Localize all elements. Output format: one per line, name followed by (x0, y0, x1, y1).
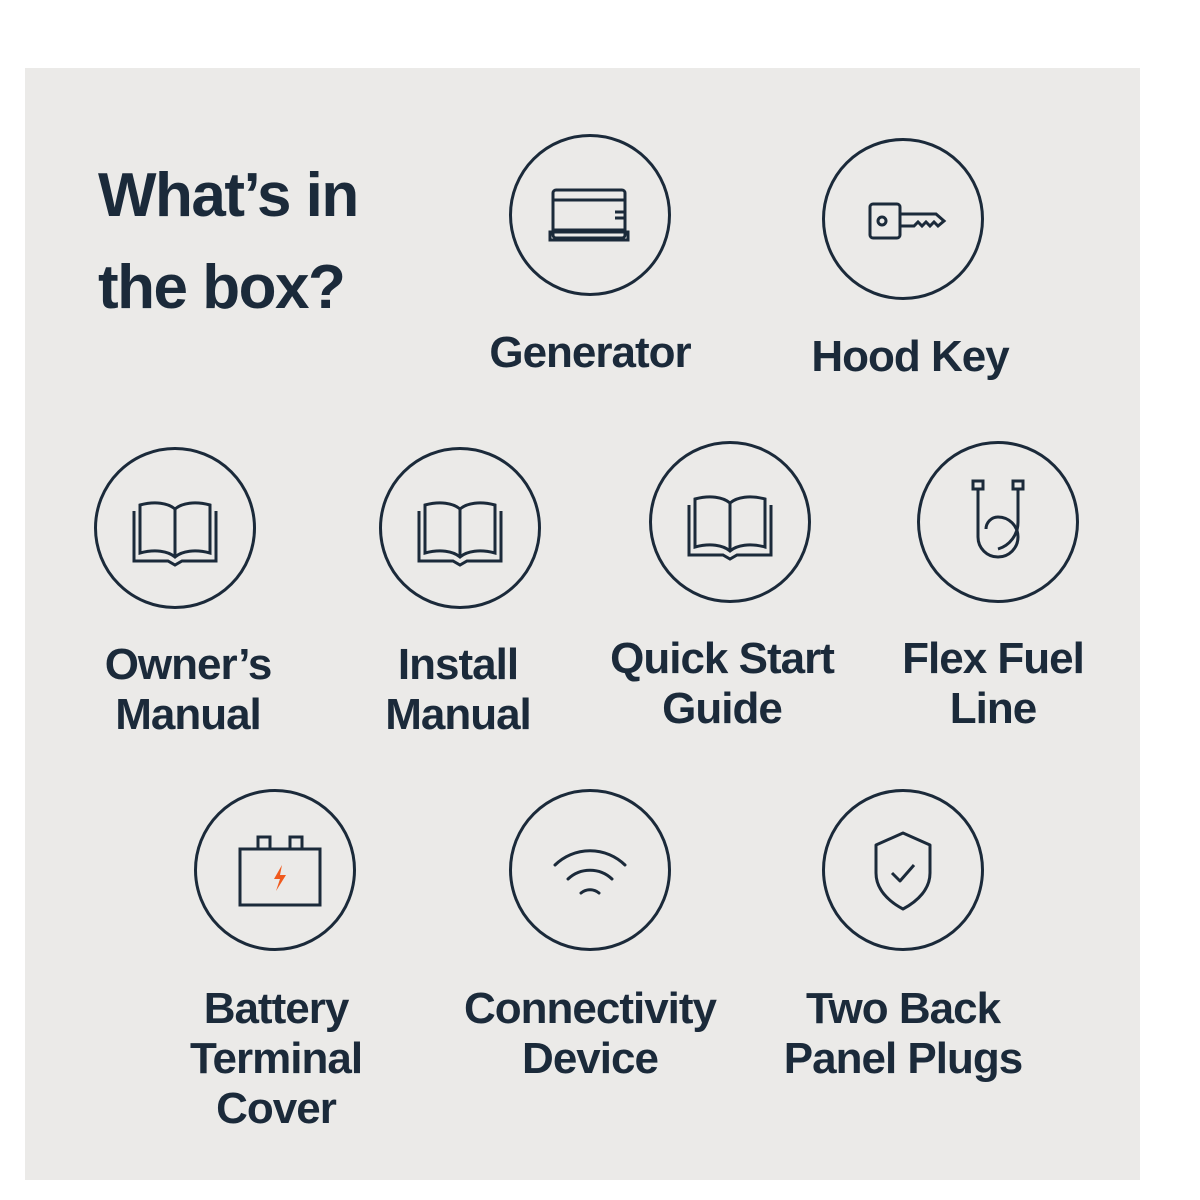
label-line: Quick Start (610, 634, 835, 683)
label-line: Battery (203, 984, 350, 1033)
label-line: Two Back (805, 984, 1001, 1033)
book-icon (94, 447, 256, 609)
label-line: Manual (115, 690, 262, 739)
label-line: Generator (489, 328, 691, 377)
label-line: Cover (216, 1084, 337, 1133)
title-line-2: the box? (98, 253, 346, 322)
book-icon (649, 441, 811, 603)
label-line: Flex Fuel (902, 634, 1085, 683)
shield-check-icon (822, 789, 984, 951)
item-label-generator: Generator (440, 328, 740, 378)
battery-icon (194, 789, 356, 951)
wifi-icon (509, 789, 671, 951)
item-label-hood-key: Hood Key (760, 332, 1060, 382)
title-line-1: What’s in (98, 161, 359, 230)
label-line: Device (522, 1034, 659, 1083)
label-line: Manual (385, 690, 532, 739)
label-line: Install (397, 640, 519, 689)
generator-icon (509, 134, 671, 296)
label-line: Owner’s (104, 640, 273, 689)
book-icon (379, 447, 541, 609)
label-line: Connectivity (463, 984, 717, 1033)
page-title: What’s in the box? (98, 150, 359, 334)
label-line: Line (949, 684, 1037, 733)
label-line: Guide (662, 684, 783, 733)
label-line: Terminal (189, 1034, 363, 1083)
fuel-line-icon (917, 441, 1079, 603)
key-icon (822, 138, 984, 300)
label-line: Panel Plugs (783, 1034, 1023, 1083)
label-line: Hood Key (811, 332, 1009, 381)
